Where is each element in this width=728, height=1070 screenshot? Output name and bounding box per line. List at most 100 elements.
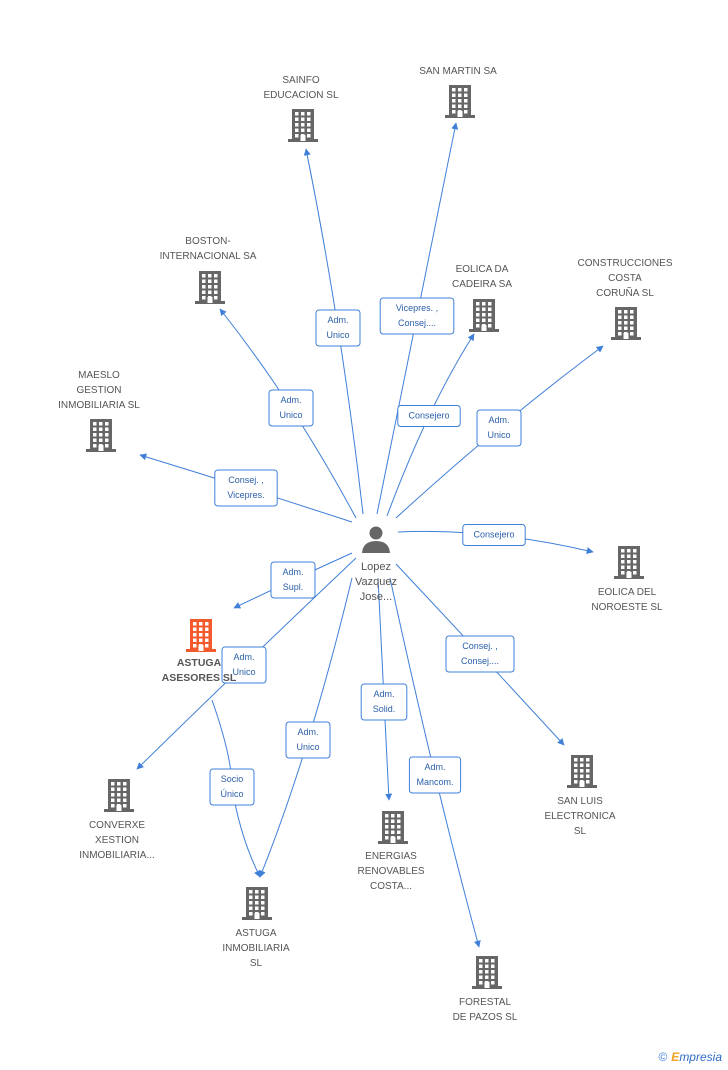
edge-label-line: Unico <box>232 667 255 677</box>
company-name-line: CONVERXE <box>89 820 145 831</box>
company-name-line: CORUÑA SL <box>596 286 654 299</box>
company-name-line: XESTION <box>95 835 139 846</box>
company-name-line: INTERNACIONAL SA <box>160 251 257 262</box>
edge-label-text: Vicepres. ,Consej.... <box>396 303 438 328</box>
edge-label-box[interactable]: Consejero <box>397 405 461 427</box>
edge-label-frame <box>214 469 278 507</box>
edge-label-text: Consej. ,Vicepres. <box>227 475 264 500</box>
edge-label-box[interactable]: Adm.Solid. <box>360 683 408 721</box>
company-name-line: SL <box>250 958 263 969</box>
company-name-line: CONSTRUCCIONES <box>577 258 672 269</box>
edge-label-line: Vicepres. , <box>396 303 438 313</box>
edge-label-text: Adm.Mancom. <box>416 762 453 787</box>
edge-label-line: Adm. <box>282 567 303 577</box>
edge-label-box[interactable]: Adm. Unico <box>221 646 267 684</box>
building-icon <box>195 271 225 304</box>
edge-label-text: Consej. , Consej.... <box>461 641 499 666</box>
company-name-line: SL <box>574 826 587 837</box>
edge-label-box[interactable]: Adm.Unico <box>476 409 522 447</box>
edge-person-boston: Adm.Unico <box>219 308 357 519</box>
company-name[interactable]: SAN MARTIN SA <box>419 66 497 77</box>
edge-label-text: Adm.Unico <box>487 415 510 440</box>
brand-logo: Empresia <box>671 1050 722 1064</box>
edge-person-construcciones: Adm.Unico <box>395 345 604 519</box>
edge-label-line: Consej.... <box>461 656 499 666</box>
edge-person-astugaasesores: Adm.Supl. <box>233 552 353 609</box>
company-name-line: MAESLO <box>78 370 120 381</box>
edge-label-box[interactable]: Adm. Unico <box>285 721 331 759</box>
edge-label-box[interactable]: Adm.Mancom. <box>408 756 462 794</box>
edge-label-line: Unico <box>296 742 319 752</box>
company-name-line: DE PAZOS SL <box>453 1012 518 1023</box>
building-icon <box>445 85 475 118</box>
edge-person-sainfo: Adm.Unico <box>303 148 364 515</box>
building-icon <box>611 307 641 340</box>
footer-brand: ©Empresia <box>658 1050 722 1064</box>
company-name-line: COSTA... <box>370 881 412 892</box>
company-node-boston[interactable]: BOSTON- INTERNACIONAL SA <box>160 236 257 304</box>
edge-label-line: Adm. <box>233 652 254 662</box>
building-icon <box>186 619 216 652</box>
company-name-line: SAN LUIS <box>557 796 603 807</box>
edge-label-box[interactable]: Adm.Unico <box>268 389 314 427</box>
edge-label-box[interactable]: Adm.Unico <box>315 309 361 347</box>
edge-label-text: Adm. Unico <box>232 652 255 677</box>
edge-label-frame <box>462 524 526 546</box>
edge-label-line: Adm. <box>488 415 509 425</box>
company-name[interactable]: BOSTON- INTERNACIONAL SA <box>160 236 257 262</box>
company-name-line: CADEIRA SA <box>452 279 512 290</box>
edge-label-text: Adm.Unico <box>326 315 349 340</box>
edge-label-line: Adm. <box>327 315 348 325</box>
edge-label-line: Socio <box>221 774 244 784</box>
building-icon <box>104 779 134 812</box>
edge-label-line: Consejero <box>473 530 514 540</box>
edge-person-forestal: Adm.Mancom. <box>389 577 481 948</box>
company-name-line: BOSTON- <box>185 236 230 247</box>
company-node-sanmartin[interactable]: SAN MARTIN SA <box>419 66 497 118</box>
edge-label-line: Consej. , <box>462 641 498 651</box>
person-icon <box>362 526 390 553</box>
company-name-line: ASTUGA <box>235 928 276 939</box>
building-icon <box>288 109 318 142</box>
edge-label-line: Adm. <box>297 727 318 737</box>
edge-label-box[interactable]: Consej. , Consej.... <box>445 635 515 673</box>
edge-person-sanluis: Consej. , Consej.... <box>395 563 565 746</box>
edge-label-box[interactable]: Vicepres. ,Consej.... <box>379 297 455 335</box>
edge-label-frame <box>315 309 361 347</box>
edge-label-line: Consej. , <box>228 475 264 485</box>
copyright-symbol: © <box>658 1050 668 1064</box>
edge-label-box[interactable]: Consejero <box>462 524 526 546</box>
company-name-line: SAINFO <box>282 75 319 86</box>
edge-person-astugainmob: Adm. Unico <box>259 577 353 878</box>
edge-label-box[interactable]: Consej. ,Vicepres. <box>214 469 278 507</box>
person-name-line: Vazquez <box>355 576 397 588</box>
edge-label-box[interactable]: Adm.Supl. <box>270 561 316 599</box>
